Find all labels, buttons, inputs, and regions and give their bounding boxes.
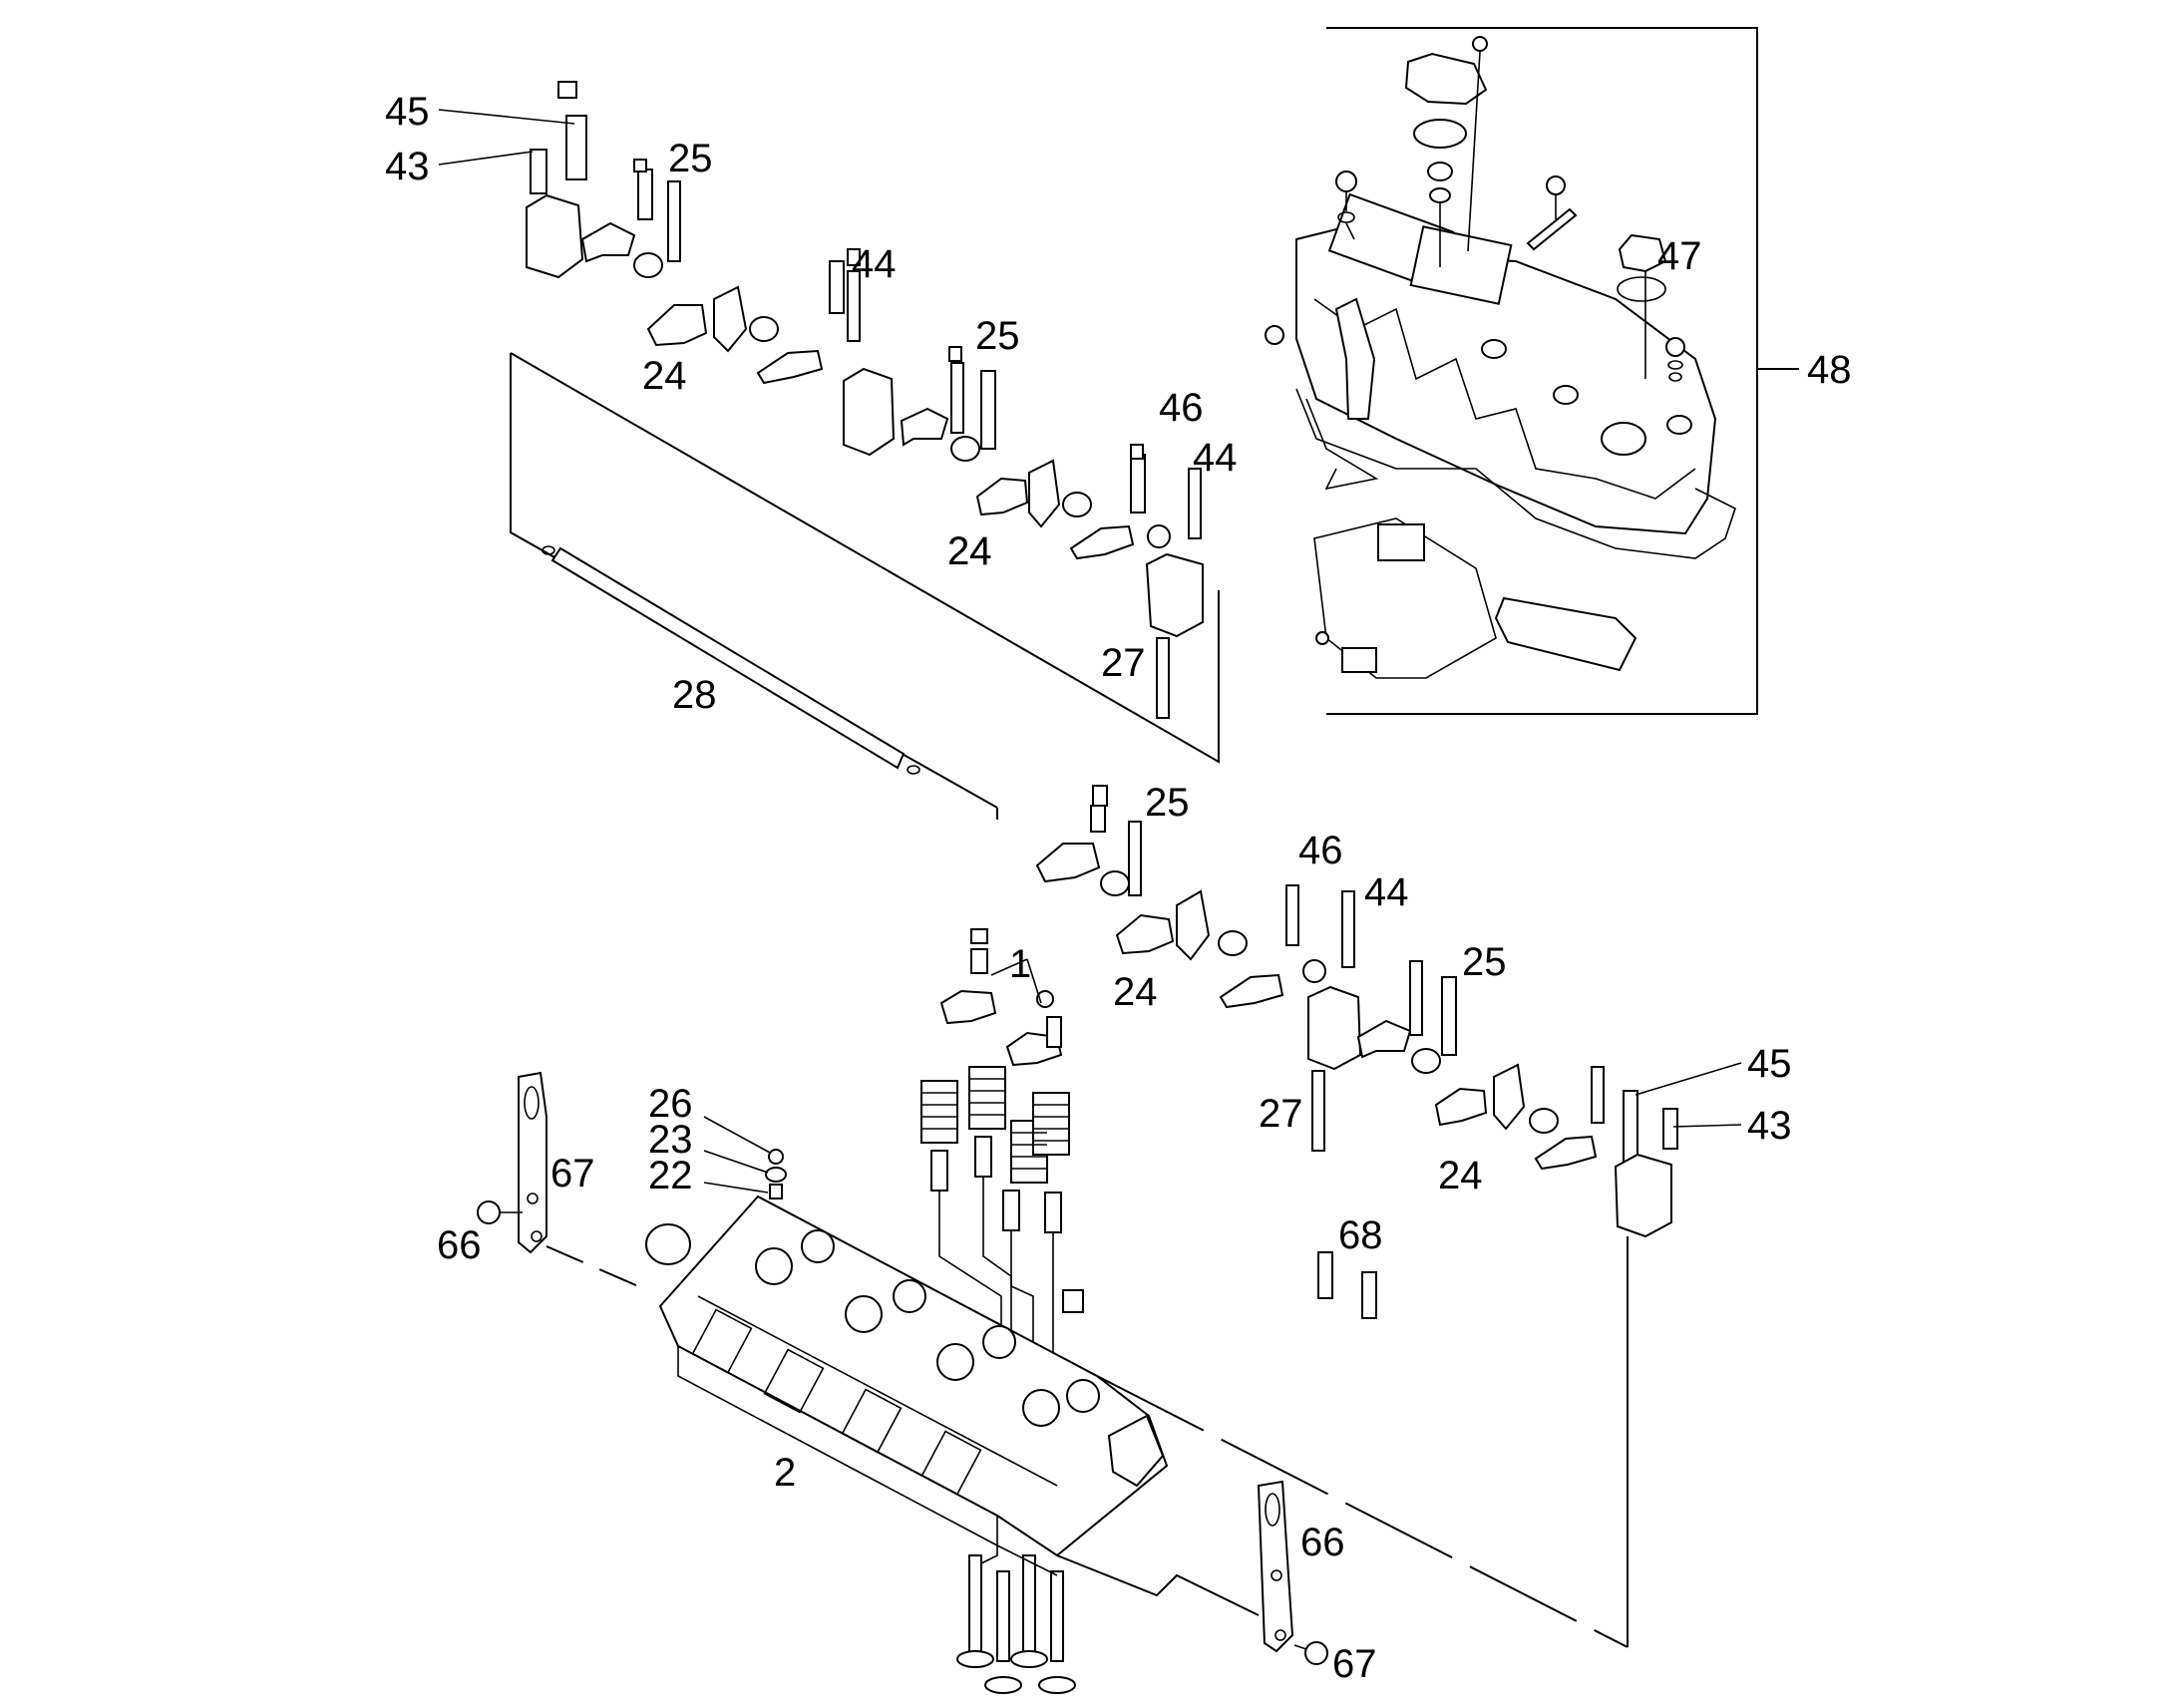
label-27-lower: 27 (1259, 1092, 1303, 1136)
upper-rocker-assembly (526, 81, 1204, 719)
oil-filler-cap (1617, 233, 1667, 379)
valves (956, 1554, 1076, 1694)
lifting-brackets (477, 1071, 1328, 1665)
label-45-upper: 45 (385, 90, 430, 134)
label-45-lower: 45 (1747, 1042, 1792, 1086)
assembly-lines (545, 590, 1629, 1648)
label-68: 68 (1338, 1213, 1383, 1257)
label-44-upper-1: 44 (852, 242, 897, 286)
label-24-upper-2: 24 (947, 529, 992, 573)
label-44-upper-2: 44 (1193, 436, 1238, 480)
rocker-cover (1295, 192, 1736, 559)
label-2: 2 (774, 1451, 796, 1495)
label-48: 48 (1807, 348, 1852, 392)
label-22: 22 (648, 1154, 693, 1197)
label-67-right: 67 (1332, 1642, 1377, 1686)
label-25-lower-1: 25 (1145, 781, 1190, 825)
valve-springs-stack (920, 928, 1070, 1635)
label-24-upper-3: 24 (947, 529, 992, 573)
label-46-lower: 46 (1298, 829, 1343, 872)
callout-labels: 45 43 25 44 24 25 24 46 44 24 27 28 47 4… (385, 90, 1852, 1686)
rocker-cover-group-frame (1326, 27, 1799, 715)
label-67-left: 67 (550, 1152, 595, 1196)
label-43-lower: 43 (1747, 1104, 1792, 1148)
label-24-lower-2: 24 (1438, 1154, 1483, 1197)
label-1: 1 (1009, 942, 1031, 986)
label-27-upper: 27 (1101, 641, 1146, 685)
label-47: 47 (1657, 234, 1702, 278)
label-24-upper-1: 24 (642, 354, 687, 398)
lower-rocker-assembly (996, 785, 1678, 1647)
rocker-cover-lower-parts (1265, 325, 1637, 679)
label-44-lower: 44 (1364, 870, 1409, 914)
label-66-left: 66 (437, 1223, 482, 1267)
label-66-right: 66 (1300, 1521, 1345, 1564)
cylinder-head (645, 1149, 1169, 1576)
label-25-lower-2: 25 (1462, 940, 1507, 984)
label-28: 28 (672, 673, 717, 717)
label-25-upper-1: 25 (668, 137, 713, 180)
breather-stack (1335, 36, 1685, 382)
dowel-pins (1317, 1251, 1377, 1319)
label-24-lower-1: 24 (1113, 970, 1158, 1014)
label-25-upper-2: 25 (975, 314, 1020, 358)
leader-lines (438, 109, 1742, 1194)
label-26: 26 (648, 1082, 693, 1126)
label-23: 23 (648, 1118, 693, 1162)
label-46-upper: 46 (1159, 386, 1204, 430)
label-43-upper: 43 (385, 145, 430, 188)
